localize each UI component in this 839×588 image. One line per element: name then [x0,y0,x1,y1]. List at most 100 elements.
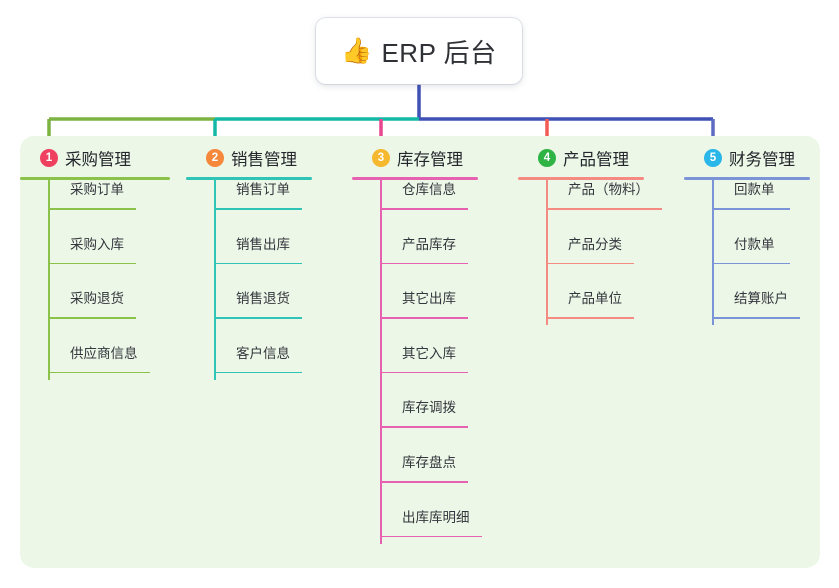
leaf-item[interactable]: 出库库明细 [380,508,482,538]
column-items-3: 仓库信息产品库存其它出库其它入库库存调拨库存盘点出库库明细 [352,180,482,544]
column-spine-2 [214,180,216,380]
column-1: 1 采购管理采购订单采购入库采购退货供应商信息 [20,146,170,380]
leaf-item[interactable]: 产品分类 [546,235,634,265]
column-badge-2: 2 [206,149,224,167]
leaf-item-underline [380,535,482,538]
leaf-item[interactable]: 其它出库 [380,289,468,319]
leaf-item[interactable]: 仓库信息 [380,180,468,210]
column-title-3: 库存管理 [397,151,463,169]
leaf-item-label: 仓库信息 [402,182,456,197]
column-header-5[interactable]: 5 财务管理 [684,146,810,170]
column-underline-3 [352,177,478,180]
leaf-item-label: 库存盘点 [402,455,456,470]
column-items-2: 销售订单销售出库销售退货客户信息 [186,180,312,380]
column-title-5: 财务管理 [729,151,795,169]
leaf-item-underline [48,371,150,374]
leaf-item[interactable]: 产品单位 [546,289,634,319]
leaf-item[interactable]: 其它入库 [380,344,468,374]
leaf-item-label: 付款单 [734,236,775,252]
column-badge-4: 4 [538,149,556,167]
leaf-item-label: 回款单 [734,182,775,197]
leaf-item[interactable]: 结算账户 [712,289,800,319]
column-header-4[interactable]: 4 产品管理 [518,146,644,170]
column-title-4: 产品管理 [563,151,629,169]
leaf-item[interactable]: 销售出库 [214,235,302,265]
leaf-item-underline [380,262,468,265]
column-items-1: 采购订单采购入库采购退货供应商信息 [20,180,170,380]
leaf-item-underline [380,371,468,374]
leaf-item-label: 其它出库 [402,291,456,307]
column-underline-4 [518,177,644,180]
leaf-item-underline [214,208,302,210]
column-header-2[interactable]: 2 销售管理 [186,146,312,170]
leaf-item-underline [380,208,468,210]
leaf-item[interactable]: 产品（物料） [546,180,662,210]
leaf-item[interactable]: 采购订单 [48,180,136,210]
leaf-item[interactable]: 库存调拨 [380,398,468,428]
column-spine-4 [546,180,548,326]
leaf-item-label: 产品分类 [568,236,622,252]
leaf-item-underline [712,262,790,265]
leaf-item-underline [546,317,634,319]
column-spine-3 [380,180,382,544]
leaf-item[interactable]: 产品库存 [380,235,468,265]
leaf-item-label: 销售退货 [236,291,290,307]
column-spine-5 [712,180,714,326]
leaf-item-label: 销售出库 [236,236,290,252]
leaf-item-label: 库存调拨 [402,400,456,416]
leaf-item-underline [214,371,302,374]
column-badge-5: 5 [704,149,722,167]
leaf-item-label: 产品单位 [568,291,622,307]
leaf-item[interactable]: 付款单 [712,235,790,265]
thumbs-up-icon: 👍 [341,36,373,65]
column-3: 3 库存管理仓库信息产品库存其它出库其它入库库存调拨库存盘点出库库明细 [352,146,482,544]
column-underline-1 [20,177,170,180]
column-4: 4 产品管理产品（物料） 产品分类产品单位 [518,146,662,326]
leaf-item[interactable]: 销售退货 [214,289,302,319]
leaf-item-underline [48,262,136,265]
leaf-item[interactable]: 供应商信息 [48,344,150,374]
leaf-item-underline [712,208,790,210]
leaf-item-underline [712,317,800,319]
leaf-item-label: 供应商信息 [70,345,138,361]
column-underline-5 [684,177,810,180]
column-2: 2 销售管理销售订单销售出库销售退货客户信息 [186,146,312,380]
leaf-item-underline [546,262,634,265]
leaf-item-label: 出库库明细 [402,509,470,525]
leaf-item-label: 采购入库 [70,236,124,252]
column-header-3[interactable]: 3 库存管理 [352,146,478,170]
leaf-item-label: 其它入库 [402,345,456,361]
column-5: 5 财务管理回款单付款单结算账户 [684,146,810,326]
leaf-item-underline [214,317,302,319]
column-badge-3: 3 [372,149,390,167]
leaf-item-underline [48,317,136,319]
leaf-item-label: 采购退货 [70,291,124,307]
leaf-item-label: 产品（物料） [568,182,649,197]
root-title: ERP 后台 [381,37,497,68]
column-header-1[interactable]: 1 采购管理 [20,146,170,170]
leaf-item[interactable]: 库存盘点 [380,453,468,483]
leaf-item[interactable]: 回款单 [712,180,790,210]
leaf-item-underline [380,426,468,428]
leaf-item-label: 客户信息 [236,345,290,361]
column-items-4: 产品（物料） 产品分类产品单位 [518,180,662,326]
column-badge-1: 1 [40,149,58,167]
leaf-item-label: 产品库存 [402,236,456,252]
leaf-item-underline [380,317,468,319]
leaf-item-label: 结算账户 [734,291,788,307]
column-title-1: 采购管理 [65,151,131,169]
column-title-2: 销售管理 [231,151,297,169]
leaf-item[interactable]: 客户信息 [214,344,302,374]
leaf-item-label: 采购订单 [70,182,124,197]
leaf-item[interactable]: 采购退货 [48,289,136,319]
leaf-item-underline [214,262,302,265]
column-underline-2 [186,177,312,180]
column-spine-1 [48,180,50,380]
leaf-item[interactable]: 销售订单 [214,180,302,210]
leaf-item[interactable]: 采购入库 [48,235,136,265]
leaf-item-underline [546,208,662,210]
root-node[interactable]: 👍 ERP 后台 [316,18,522,84]
leaf-item-label: 销售订单 [236,182,290,197]
leaf-item-underline [48,208,136,210]
